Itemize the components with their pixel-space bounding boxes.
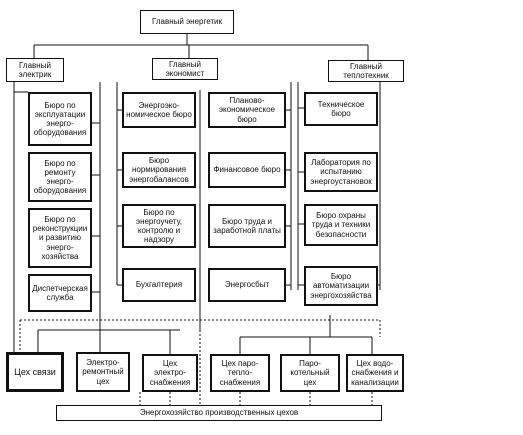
box-label: Энергохозяйство производственных цехов bbox=[139, 408, 299, 418]
bookkeeping-box: Бухгалтерия bbox=[122, 268, 196, 302]
box-label: Бюро по энергоучету, контролю и надзору bbox=[135, 207, 183, 245]
power-supply-shop-box: Цех электро-снабжения bbox=[142, 354, 198, 392]
box-label: Главный теплотехник bbox=[343, 61, 389, 80]
box-label: Бухгалтерия bbox=[135, 280, 183, 290]
test-lab-box: Лаборатория по испытанию энергоустановок bbox=[304, 152, 378, 192]
planning-economic-bureau-box: Планово-экономическое бюро bbox=[208, 92, 286, 128]
safety-bureau-box: Бюро охраны труда и техники безопасности bbox=[304, 204, 378, 246]
normalization-bureau-box: Бюро нормирования энергобалансов bbox=[122, 152, 196, 188]
dispatch-service-box: Диспетчерская служба bbox=[28, 274, 92, 312]
automation-bureau-box: Бюро автоматизации энергохозяйства bbox=[304, 266, 378, 306]
box-label: Паро-котельный цех bbox=[290, 359, 330, 387]
box-label: Бюро нормирования энергобалансов bbox=[129, 156, 189, 184]
labor-wages-bureau-box: Бюро труда и заработной платы bbox=[208, 204, 286, 248]
finance-bureau-box: Финансовое бюро bbox=[208, 152, 286, 188]
box-label: Цех электро-снабжения bbox=[149, 359, 191, 387]
box-label: Бюро охраны труда и техники безопасности bbox=[311, 211, 371, 239]
box-label: Цех связи bbox=[14, 366, 56, 377]
box-label: Главный электрик bbox=[18, 60, 52, 79]
chief-energy-engineer-box: Главный энергетик bbox=[140, 10, 234, 34]
box-label: Бюро труда и заработной платы bbox=[213, 216, 281, 235]
box-label: Главный энергетик bbox=[151, 17, 223, 27]
box-label: Электро-ремонтный цех bbox=[82, 358, 124, 386]
chief-electrician-box: Главный электрик bbox=[6, 58, 64, 82]
box-label: Цех паро-тепло-снабжения bbox=[219, 359, 261, 387]
chief-heat-engineer-box: Главный теплотехник bbox=[328, 60, 404, 82]
energy-sales-box: Энергосбыт bbox=[208, 268, 286, 302]
box-label: Планово-экономическое бюро bbox=[218, 96, 276, 124]
bureau-reconstruction-box: Бюро по реконструкции и развитию энерго-… bbox=[28, 208, 92, 268]
box-label: Бюро по ремонту энерго-оборудования bbox=[33, 158, 87, 196]
box-label: Главный экономист bbox=[165, 59, 205, 78]
box-label: Бюро по эксплуатации энерго-оборудования bbox=[33, 100, 87, 138]
chief-economist-box: Главный экономист bbox=[152, 58, 218, 80]
accounting-control-bureau-box: Бюро по энергоучету, контролю и надзору bbox=[122, 204, 196, 248]
electro-repair-shop-box: Электро-ремонтный цех bbox=[76, 352, 130, 392]
steam-heat-supply-shop-box: Цех паро-тепло-снабжения bbox=[210, 354, 270, 392]
communications-shop-box: Цех связи bbox=[6, 352, 64, 392]
production-shops-energy-box: Энергохозяйство производственных цехов bbox=[56, 405, 382, 421]
bureau-operation-box: Бюро по эксплуатации энерго-оборудования bbox=[28, 92, 92, 146]
energy-economic-bureau-box: Энергоэко-номическое бюро bbox=[122, 92, 196, 128]
box-label: Энергоэко-номическое бюро bbox=[126, 100, 192, 119]
box-label: Бюро автоматизации энергохозяйства bbox=[310, 272, 372, 300]
box-label: Лаборатория по испытанию энергоустановок bbox=[310, 158, 372, 186]
bureau-repair-box: Бюро по ремонту энерго-оборудования bbox=[28, 152, 92, 202]
box-label: Бюро по реконструкции и развитию энерго-… bbox=[32, 215, 88, 261]
technical-bureau-box: Техническое бюро bbox=[304, 92, 378, 126]
box-label: Техническое бюро bbox=[317, 99, 365, 118]
box-label: Диспетчерская служба bbox=[32, 283, 88, 302]
boiler-shop-box: Паро-котельный цех bbox=[280, 354, 340, 392]
box-label: Энергосбыт bbox=[224, 280, 270, 290]
box-label: Цех водо-снабжения и канализации bbox=[351, 359, 399, 387]
box-label: Финансовое бюро bbox=[213, 165, 281, 175]
water-sewage-shop-box: Цех водо-снабжения и канализации bbox=[346, 354, 404, 392]
